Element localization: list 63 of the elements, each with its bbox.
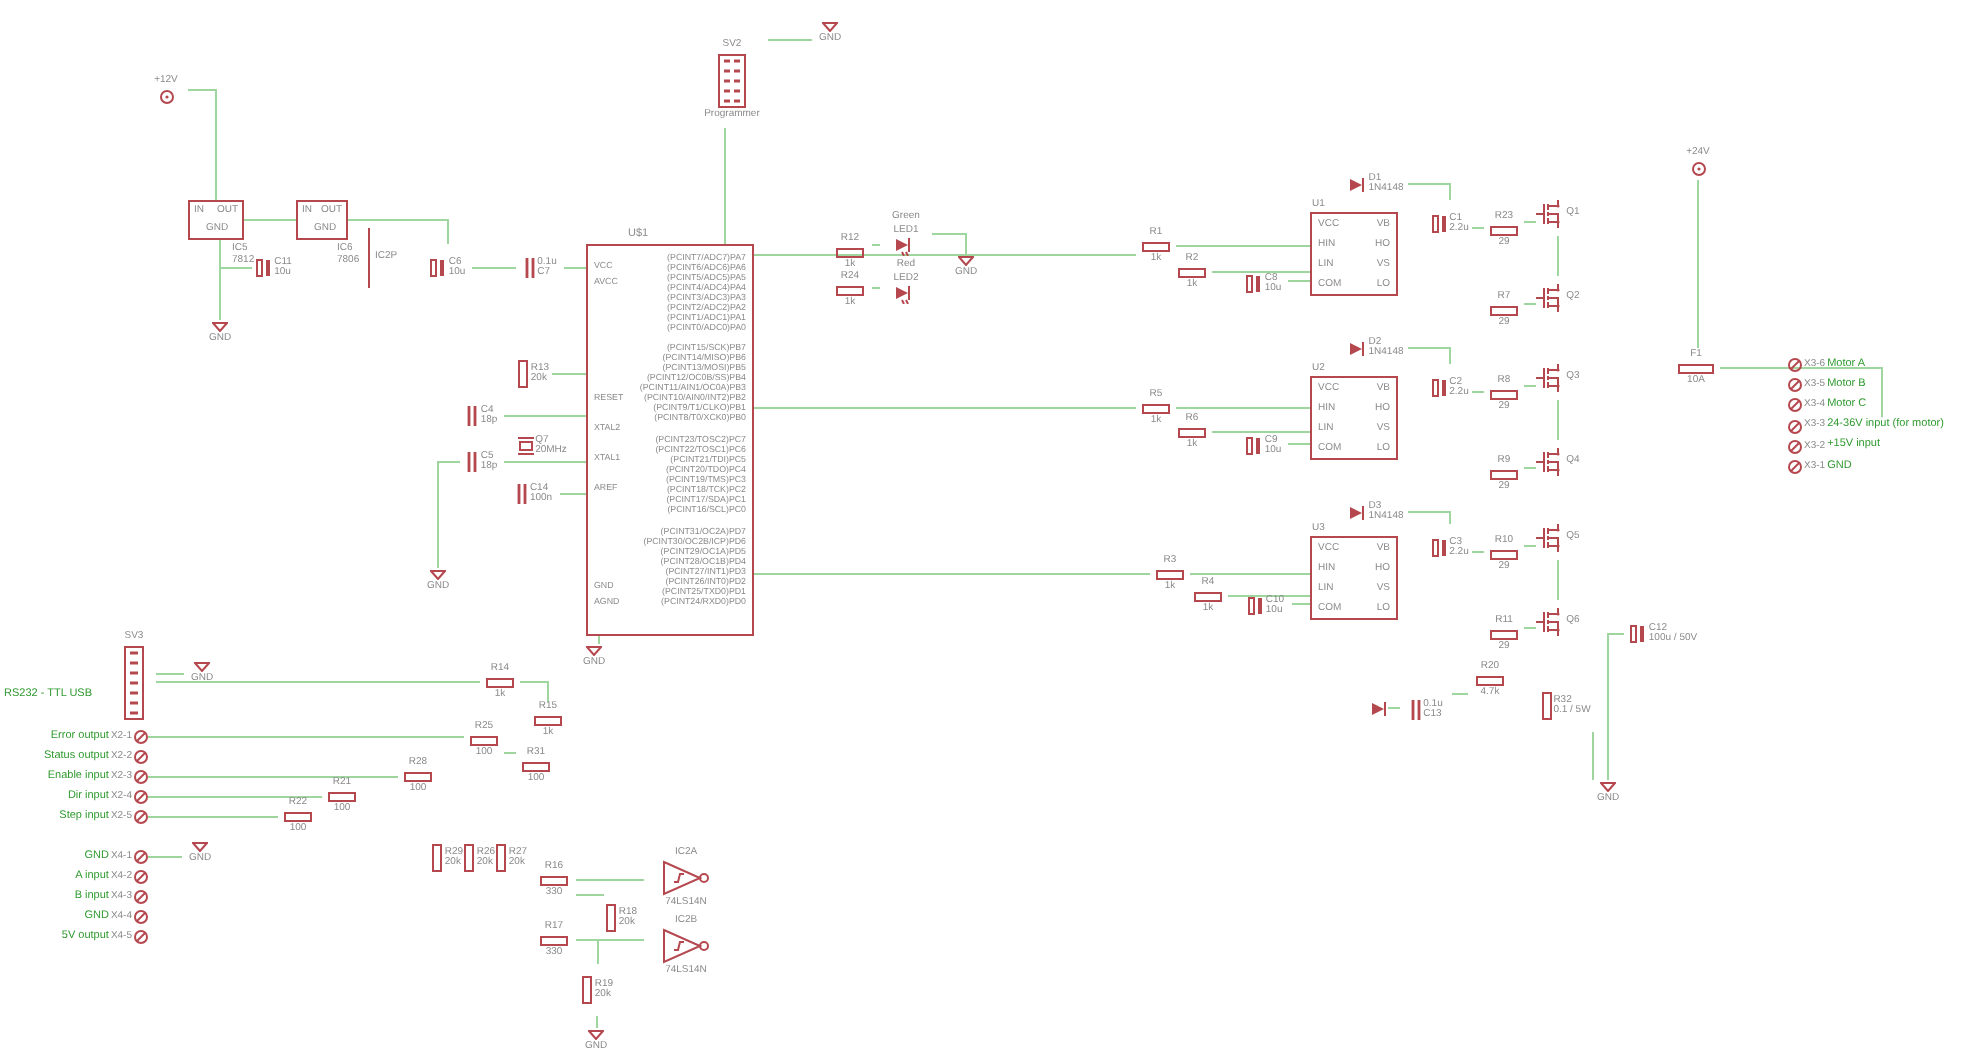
wire [1557, 399, 1559, 441]
wire [1523, 385, 1537, 387]
wire [871, 287, 881, 289]
wire [598, 635, 600, 645]
wire [1189, 573, 1311, 575]
wire [437, 461, 461, 569]
wire [503, 752, 517, 754]
wire [1387, 707, 1401, 709]
wire [1523, 627, 1537, 629]
wire [1287, 280, 1311, 282]
wire [559, 493, 587, 495]
wire [575, 939, 599, 965]
wire [243, 219, 297, 221]
wire [147, 776, 399, 778]
wire [1471, 551, 1485, 553]
wire [1607, 633, 1625, 781]
wire [753, 407, 1137, 409]
wire [147, 796, 323, 798]
wire [1719, 367, 1883, 419]
wire [1523, 303, 1537, 305]
wire [147, 856, 183, 858]
wire [1211, 271, 1311, 273]
wire [503, 461, 587, 463]
wire [1175, 245, 1311, 247]
wire [1557, 559, 1559, 601]
wire [1592, 731, 1594, 781]
wire [871, 244, 881, 246]
wire [1291, 603, 1311, 605]
wire [724, 127, 726, 245]
wire [575, 879, 645, 881]
wire [1557, 235, 1559, 277]
wire [155, 673, 185, 675]
wire [1451, 693, 1469, 695]
wire [471, 267, 517, 269]
wire [1175, 407, 1311, 409]
wire [1523, 545, 1537, 547]
wire [563, 267, 587, 269]
wire [1471, 391, 1485, 393]
wire [1471, 227, 1485, 229]
wire [1697, 179, 1699, 349]
wire [147, 816, 279, 818]
wire [155, 681, 481, 683]
wire [551, 373, 587, 375]
wire [1407, 347, 1451, 365]
wire [1211, 431, 1311, 433]
wire [219, 267, 253, 321]
wire [596, 1015, 598, 1029]
wire [753, 254, 1137, 256]
wire [503, 415, 587, 417]
wire [575, 894, 605, 896]
wire [1523, 221, 1537, 223]
wire [1407, 183, 1451, 201]
wire [1407, 511, 1451, 525]
wire [347, 219, 449, 245]
wire [519, 681, 549, 703]
wire [1227, 595, 1311, 597]
wire [931, 233, 967, 255]
wire [753, 573, 1151, 575]
wire [1523, 467, 1537, 469]
wire [187, 89, 217, 201]
wire [147, 736, 465, 738]
wire [767, 39, 813, 41]
wire [1287, 443, 1311, 445]
